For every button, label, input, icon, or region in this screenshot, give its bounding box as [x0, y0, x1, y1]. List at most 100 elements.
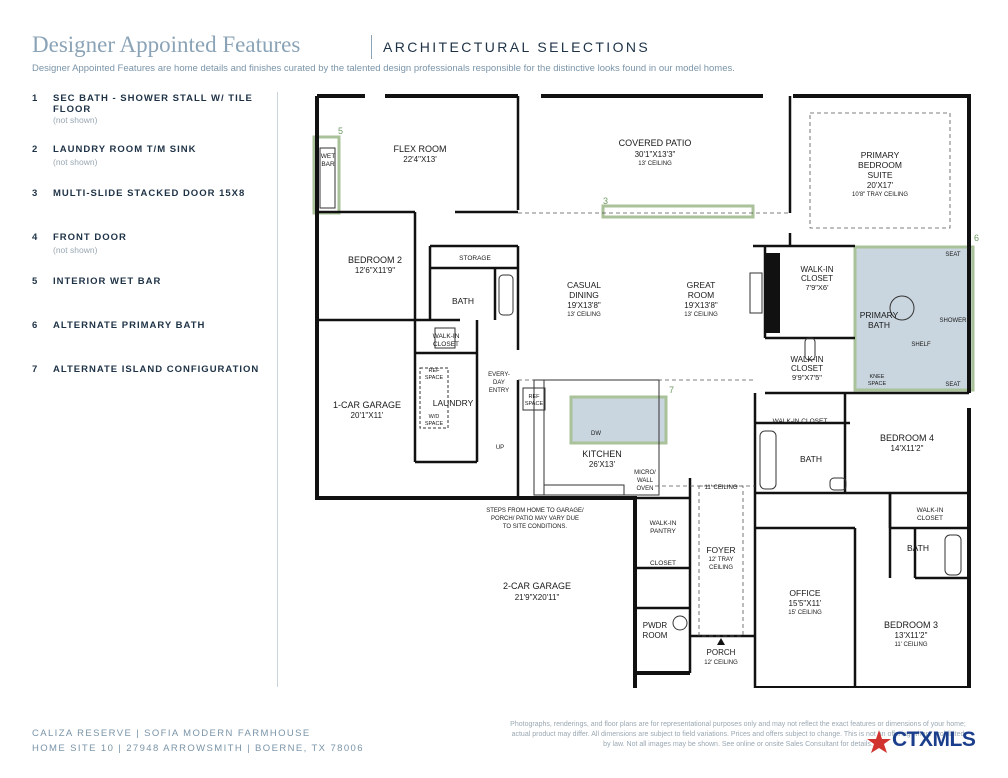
room-name: ROOM	[643, 631, 668, 640]
fixture-label: SHOWER	[940, 318, 968, 324]
room-name: BATH	[868, 320, 890, 330]
room-name: LAUNDRY	[433, 398, 474, 408]
column-divider	[277, 92, 278, 687]
feature-label: MULTI-SLIDE STACKED DOOR 15X8	[53, 188, 246, 199]
room-name: CASUAL	[567, 280, 601, 290]
room-name: DINING	[569, 290, 599, 300]
room-dims: 20'X17'	[867, 181, 894, 190]
plan-note: TO SITE CONDITIONS.	[503, 524, 568, 530]
feature-label: INTERIOR WET BAR	[53, 276, 162, 287]
room-name: WALK-IN	[917, 507, 944, 514]
ctxmls-logo: CTXMLS	[866, 727, 990, 755]
callout-number: 5	[338, 126, 343, 136]
footer-homesite: HOME SITE 10 | 27948 ARROWSMITH | BOERNE…	[32, 743, 364, 754]
room-name: WALK-IN	[790, 355, 823, 364]
room-name: BEDROOM	[858, 160, 902, 170]
feature-label: ALTERNATE ISLAND CONFIGURATION	[53, 364, 260, 375]
room-name: 1-CAR GARAGE	[333, 400, 401, 410]
feature-number: 6	[32, 320, 38, 331]
room-name: WALK-IN	[650, 520, 677, 527]
disclaimer-text: Photographs, renderings, and floor plans…	[510, 721, 966, 748]
room-name: SUITE	[867, 170, 892, 180]
room-ceiling: 15' CEILING	[788, 610, 822, 616]
fixture-label: KNEE	[870, 374, 885, 380]
page-subtitle: ARCHITECTURAL SELECTIONS	[383, 39, 651, 55]
feature-note: (not shown)	[53, 245, 98, 255]
page-title: Designer Appointed Features	[32, 32, 301, 57]
fixture-label: SPACE	[425, 421, 444, 427]
room-name: BEDROOM 3	[884, 620, 938, 630]
room-name: EVERY-	[488, 372, 510, 378]
highlight-island	[569, 395, 668, 445]
feature-number: 3	[32, 188, 38, 199]
feature-label: FRONT DOOR	[53, 232, 127, 243]
feature-note: (not shown)	[53, 157, 98, 167]
room-name: BATH	[800, 454, 822, 464]
room-name: BAR	[321, 161, 335, 168]
fixture-label: REF	[429, 368, 441, 374]
room-name: PWDR	[643, 621, 668, 630]
fixture-label: W/D	[429, 414, 440, 420]
room-dims: 15'5"X11'	[789, 599, 822, 608]
fireplace	[765, 253, 780, 333]
room-name: CLOSET	[791, 364, 823, 373]
room-ceiling: 12' TRAY	[709, 557, 734, 563]
room-ceiling: CEILING	[709, 565, 733, 571]
room-name: WALK-IN	[800, 265, 833, 274]
room-name: STORAGE	[459, 255, 491, 262]
fixture-label: SEAT	[945, 382, 961, 388]
feature-number: 7	[32, 364, 38, 375]
feature-number: 2	[32, 144, 38, 155]
room-name: OFFICE	[789, 588, 820, 598]
room-ceiling: 13' CEILING	[638, 161, 672, 167]
fixture-label: REF	[529, 394, 541, 400]
room-name: PORCH	[707, 648, 736, 657]
room-name: ROOM	[688, 290, 714, 300]
room-dims: 26'X13'	[589, 460, 616, 469]
room-name: BATH	[452, 296, 474, 306]
fixture-label: SPACE	[868, 381, 887, 387]
room-dims: 21'9"X20'11"	[515, 593, 560, 602]
room-dims: 14'X11'2"	[891, 444, 924, 453]
room-name: DAY	[493, 380, 505, 386]
room-name: WALK-IN CLOSET	[773, 418, 828, 425]
fixture-label: SPACE	[425, 375, 444, 381]
entry-arrow-icon	[717, 638, 725, 645]
feature-number: 1	[32, 93, 38, 104]
room-name: CLOSET	[801, 274, 833, 283]
fixture-label: DW	[591, 431, 601, 437]
callout-number: 7	[669, 385, 674, 395]
ceiling-lines	[518, 112, 951, 637]
plan-note: PORCH/ PATIO MAY VARY DUE	[491, 516, 579, 522]
feature-highlights	[312, 135, 975, 445]
plan-note: STEPS FROM HOME TO GARAGE/	[486, 508, 584, 514]
fixture-label: SHELF	[911, 342, 931, 348]
room-ceiling: 11' CEILING	[704, 485, 737, 491]
room-dims: 7'9"X6'	[805, 283, 829, 292]
room-ceiling: 10'8" TRAY CEILING	[852, 192, 908, 198]
room-name: GREAT	[687, 280, 716, 290]
fixture-label: MICRO/	[634, 470, 656, 476]
room-name: PRIMARY	[861, 150, 900, 160]
fixture-label: OVEN	[636, 486, 653, 492]
room-dims: 22'4"X13'	[403, 155, 437, 164]
fixture-label: UP	[496, 445, 504, 451]
fixture-label: WALL	[637, 478, 654, 484]
room-name: WALK-IN	[433, 333, 460, 340]
highlight-stacked-door	[601, 204, 755, 219]
fixtures	[319, 147, 962, 631]
room-name: PANTRY	[650, 528, 676, 535]
room-ceiling: 13' CEILING	[567, 312, 601, 318]
room-name: 2-CAR GARAGE	[503, 581, 571, 591]
room-dims: 30'1"X13'3"	[635, 150, 676, 159]
room-ceiling: 12' CEILING	[704, 660, 738, 666]
logo-text: CTXMLS	[892, 728, 976, 751]
footer-address: CALIZA RESERVE | SOFIA MODERN FARMHOUSE …	[32, 726, 364, 756]
fixture-label: SPACE	[525, 401, 544, 407]
floor-plan: 5 3 6 7 FLEX ROOM 22'4"X13' COVERED PATI…	[312, 94, 979, 688]
feature-label: LAUNDRY ROOM T/M SINK	[53, 144, 197, 155]
footer-community: CALIZA RESERVE | SOFIA MODERN FARMHOUSE	[32, 728, 311, 739]
room-name: BATH	[907, 543, 929, 553]
feature-note: (not shown)	[53, 115, 98, 125]
feature-number: 5	[32, 276, 38, 287]
